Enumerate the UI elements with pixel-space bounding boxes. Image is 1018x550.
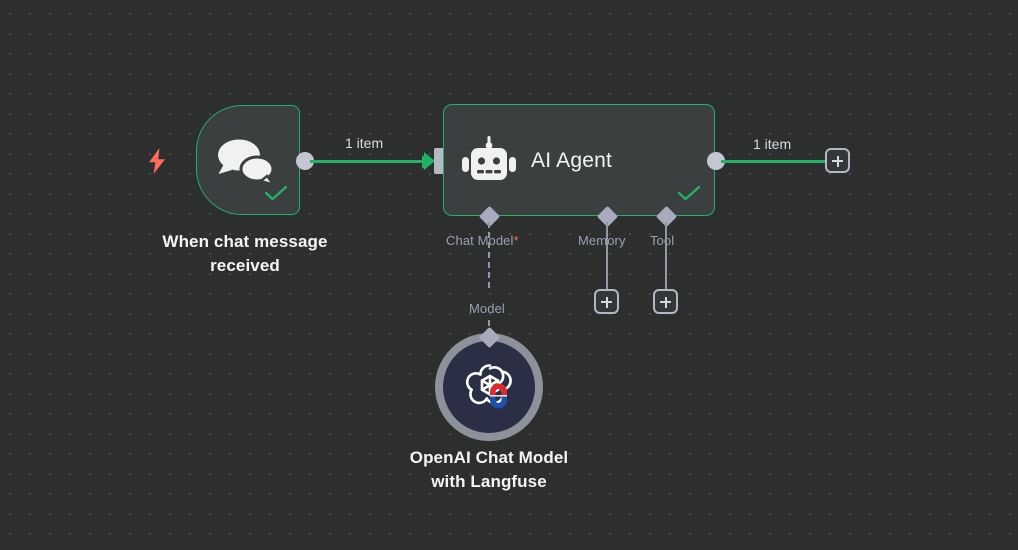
agent-port-tool-label: Tool	[650, 233, 675, 248]
agent-input-port[interactable]	[434, 148, 444, 174]
connection-trigger-to-agent[interactable]	[310, 160, 425, 163]
openai-logo-icon	[465, 362, 515, 412]
langfuse-magnet-icon	[490, 383, 507, 409]
agent-port-memory-label: Memory	[578, 233, 626, 248]
lightning-bolt-icon	[146, 148, 168, 174]
add-memory-button[interactable]	[594, 289, 619, 314]
agent-port-chat-model-label: Chat Model*	[446, 233, 519, 248]
check-icon	[678, 186, 700, 200]
robot-icon	[462, 136, 516, 188]
chat-bubbles-icon	[214, 136, 278, 188]
connection-agent-to-next[interactable]	[721, 160, 825, 163]
agent-node-title: AI Agent	[531, 149, 612, 172]
trigger-output-port[interactable]	[296, 152, 314, 170]
check-icon	[265, 186, 287, 200]
required-asterisk: *	[513, 233, 519, 248]
connection-chat-model-upper[interactable]	[488, 222, 490, 288]
openai-port-label: Model	[469, 301, 505, 316]
add-tool-button[interactable]	[653, 289, 678, 314]
connection-label-trigger-to-agent: 1 item	[345, 135, 384, 151]
add-next-node-button[interactable]	[825, 148, 850, 173]
connection-tool[interactable]	[665, 222, 667, 290]
agent-input-arrow-icon	[424, 152, 435, 170]
connection-label-agent-to-next: 1 item	[753, 136, 792, 152]
chat-model-text: Chat Model	[446, 233, 514, 248]
openai-node-label: OpenAI Chat Model with Langfuse	[409, 448, 569, 491]
trigger-node-label: When chat message received	[162, 232, 328, 275]
connection-memory[interactable]	[606, 222, 608, 290]
agent-output-port[interactable]	[707, 152, 725, 170]
